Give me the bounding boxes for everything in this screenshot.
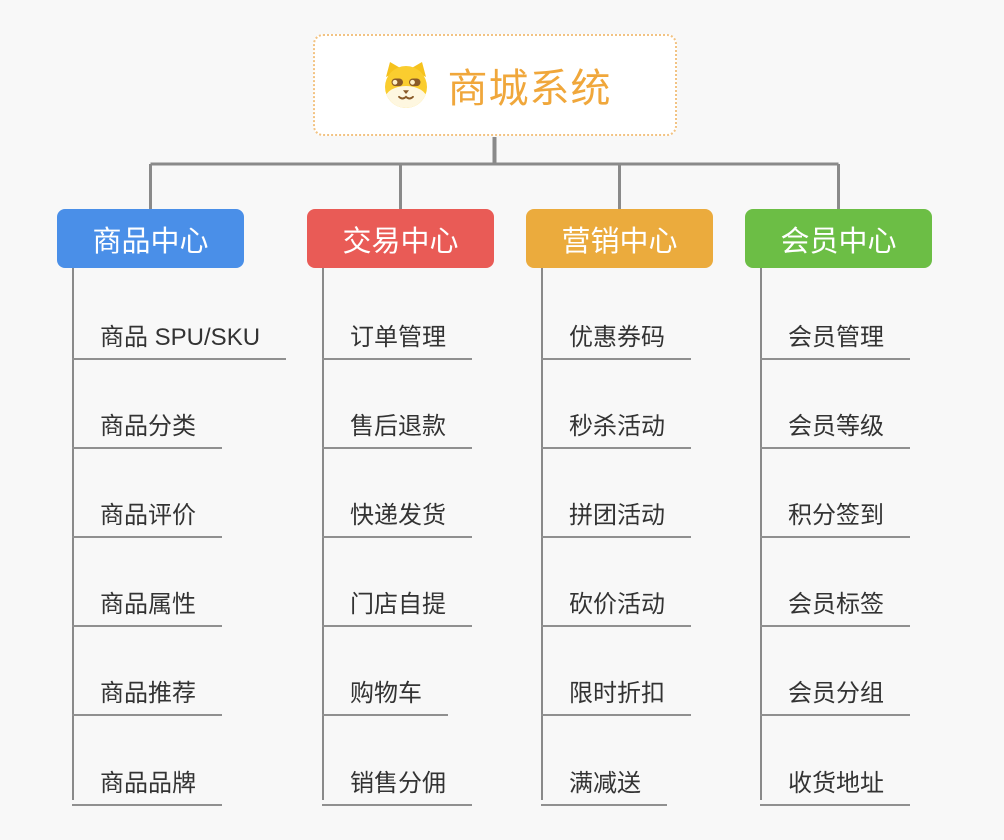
leaf-list: 商品 SPU/SKU 商品分类 商品评价 商品属性 商品推荐 商品品牌 (57, 209, 287, 809)
leaf-node[interactable]: 销售分佣 (322, 752, 472, 806)
leaf-list: 会员管理 会员等级 积分签到 会员标签 会员分组 收货地址 (745, 209, 932, 809)
leaf-node[interactable]: 快递发货 (322, 484, 472, 538)
leaf-node[interactable]: 砍价活动 (541, 573, 691, 627)
leaf-node[interactable]: 商品品牌 (72, 752, 222, 806)
dog-face-icon (384, 62, 427, 108)
leaf-node[interactable]: 会员标签 (760, 573, 910, 627)
branch-node-trade[interactable]: 交易中心 (307, 209, 494, 268)
branch-column-marketing: 营销中心 优惠券码 秒杀活动 拼团活动 砍价活动 限时折扣 满减送 (526, 209, 713, 809)
leaf-node[interactable]: 满减送 (541, 752, 667, 806)
leaf-node[interactable]: 限时折扣 (541, 662, 691, 716)
leaf-node[interactable]: 商品推荐 (72, 662, 222, 716)
leaf-node[interactable]: 商品属性 (72, 573, 222, 627)
leaf-node[interactable]: 商品 SPU/SKU (72, 306, 287, 360)
branch-column-trade: 交易中心 订单管理 售后退款 快递发货 门店自提 购物车 销售分佣 (307, 209, 494, 809)
leaf-node[interactable]: 售后退款 (322, 395, 472, 449)
leaf-node[interactable]: 会员等级 (760, 395, 910, 449)
branch-column-product: 商品中心 商品 SPU/SKU 商品分类 商品评价 商品属性 商品推荐 商品品牌 (57, 209, 287, 809)
root-title: 商城系统 (447, 67, 612, 111)
leaf-node[interactable]: 购物车 (322, 662, 448, 716)
leaf-node[interactable]: 会员分组 (760, 662, 910, 716)
leaf-node[interactable]: 秒杀活动 (541, 395, 691, 449)
leaf-node[interactable]: 收货地址 (760, 752, 910, 806)
branch-trunk-line (322, 268, 324, 800)
branch-trunk-line (541, 268, 543, 800)
branch-trunk-line (72, 268, 74, 800)
branch-node-product[interactable]: 商品中心 (57, 209, 244, 268)
branch-node-member[interactable]: 会员中心 (745, 209, 932, 268)
leaf-node[interactable]: 积分签到 (760, 484, 910, 538)
leaf-node[interactable]: 会员管理 (760, 306, 910, 360)
branch-node-marketing[interactable]: 营销中心 (526, 209, 713, 268)
leaf-list: 订单管理 售后退款 快递发货 门店自提 购物车 销售分佣 (307, 209, 494, 809)
branch-trunk-line (760, 268, 762, 800)
leaf-node[interactable]: 商品分类 (72, 395, 222, 449)
leaf-node[interactable]: 拼团活动 (541, 484, 691, 538)
leaf-node[interactable]: 优惠券码 (541, 306, 691, 360)
leaf-node[interactable]: 订单管理 (322, 306, 472, 360)
root-node[interactable]: 商城系统 (313, 34, 677, 136)
leaf-node[interactable]: 门店自提 (322, 573, 472, 627)
leaf-node[interactable]: 商品评价 (72, 484, 222, 538)
leaf-list: 优惠券码 秒杀活动 拼团活动 砍价活动 限时折扣 满减送 (526, 209, 713, 809)
branch-column-member: 会员中心 会员管理 会员等级 积分签到 会员标签 会员分组 收货地址 (745, 209, 932, 809)
